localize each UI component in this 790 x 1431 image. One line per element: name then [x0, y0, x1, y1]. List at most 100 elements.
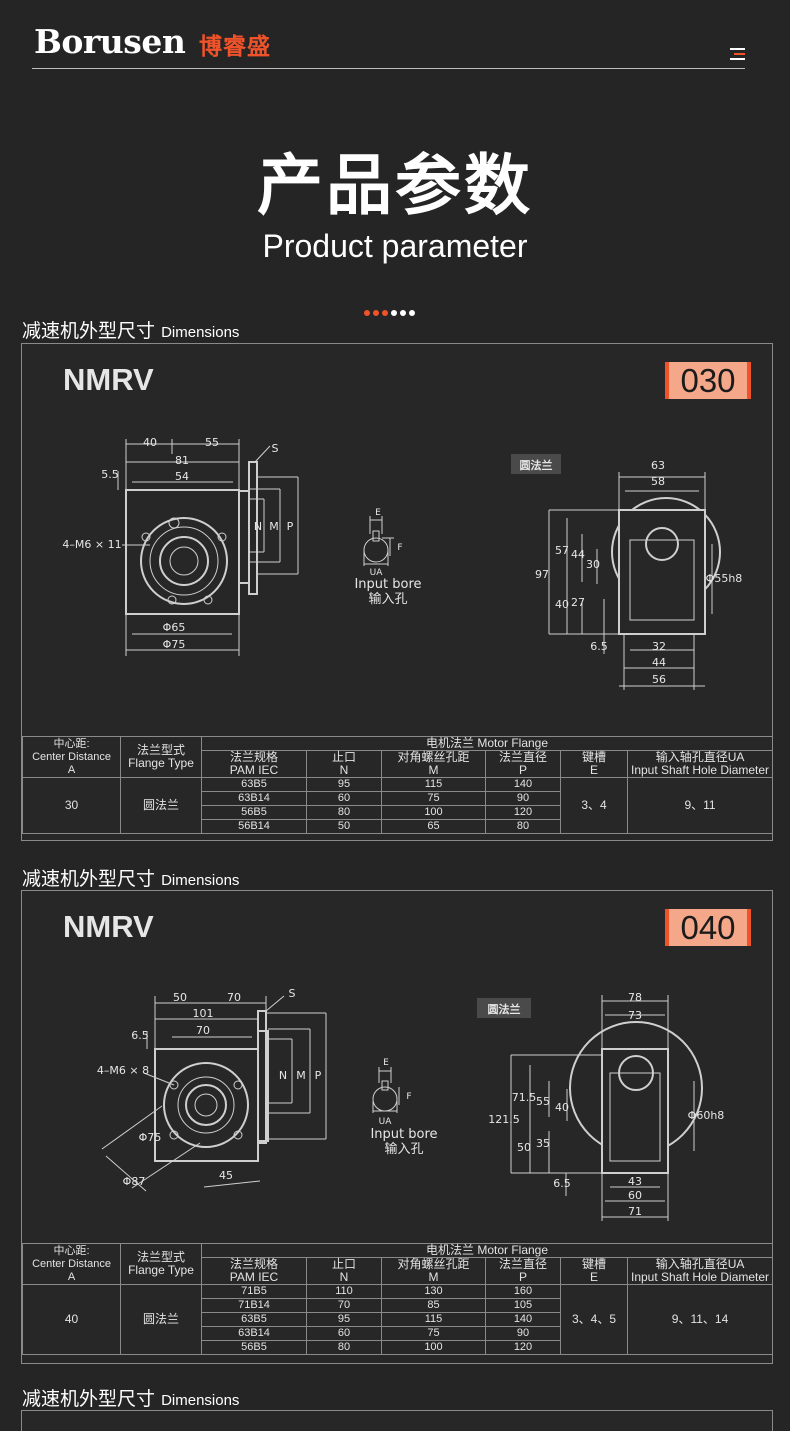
th-text: 法兰规格 — [229, 1257, 278, 1271]
th-text: 键槽 — [581, 1257, 606, 1271]
table-cell: 95 — [306, 777, 382, 792]
dim-label: 55 — [536, 1095, 550, 1108]
table-cell: 80 — [306, 1340, 382, 1355]
table-cell: 63B14 — [201, 791, 307, 806]
brand-logo[interactable]: Borusen — [34, 22, 186, 61]
table-cell: 63B14 — [201, 1326, 307, 1341]
carousel-dots — [364, 301, 418, 320]
dim-label: 5.5 — [101, 468, 119, 481]
table-cell: 80 — [306, 805, 382, 820]
dim-label: 40 — [555, 598, 569, 611]
table-cell: 71B14 — [201, 1298, 307, 1313]
dim-label: 40 — [143, 436, 157, 449]
menu-icon[interactable] — [730, 48, 745, 63]
th-text: P — [518, 763, 527, 777]
dim-label: 44 — [652, 656, 666, 669]
table-cell: 100 — [381, 1340, 486, 1355]
th-text: PAM IEC — [229, 1270, 279, 1284]
site-header: Borusen 博睿盛 — [32, 18, 745, 69]
section-title-en: Dimensions — [161, 872, 240, 889]
dim-label: P — [315, 1069, 322, 1082]
dim-label: Φ75 — [139, 1131, 162, 1144]
table-cell: 63B5 — [201, 777, 307, 792]
table-cell: 80 — [485, 819, 561, 834]
dim-label: Φ60h8 — [688, 1109, 725, 1122]
dim-label: 71 — [628, 1205, 642, 1218]
th-center: 中心距: Center Distance A — [22, 736, 121, 778]
dim-label: 56 — [652, 673, 666, 686]
th-center: 中心距: Center Distance A — [22, 1243, 121, 1285]
th-text: 法兰型式 — [136, 1250, 185, 1264]
dim-label: 57 — [555, 544, 569, 557]
th-text: 对角螺丝孔距 — [397, 1257, 470, 1271]
dim-label: 30 — [586, 558, 600, 571]
table-cell: 56B5 — [201, 805, 307, 820]
spec-table: 中心距: Center Distance A 法兰型式 Flange Type … — [22, 736, 774, 834]
table-cell: 140 — [485, 1312, 561, 1327]
table-cell: 63B5 — [201, 1312, 307, 1327]
table-cell: 71B5 — [201, 1284, 307, 1299]
table-cell: 110 — [306, 1284, 382, 1299]
section-title: 减速机外型尺寸 Dimensions — [22, 316, 239, 343]
dim-label: S — [289, 987, 296, 1000]
table-cell: 115 — [381, 1312, 486, 1327]
series-label: NMRV — [63, 362, 154, 397]
input-bore-en: Input bore — [370, 1127, 437, 1142]
table-cell: 120 — [485, 805, 561, 820]
table-cell: 115 — [381, 777, 486, 792]
th-text: 输入轴孔直径UA — [655, 750, 745, 764]
th-text: 输入轴孔直径UA — [655, 1257, 745, 1271]
th-text: E — [589, 763, 598, 777]
section-title-en: Dimensions — [161, 1392, 240, 1409]
bore-label: E — [375, 508, 381, 518]
dimension-drawing: 50 70 101 70 6.5 S N M P 4–M6 × 8 Φ75 Φ8… — [97, 987, 725, 1221]
cell-center: 40 — [22, 1284, 121, 1355]
section-title-cn: 减速机外型尺寸 — [22, 320, 156, 342]
cell-keyway: 3、4、5 — [560, 1284, 628, 1355]
table-cell: 100 — [381, 805, 486, 820]
th-text: 法兰型式 — [136, 743, 185, 757]
dim-label: Φ87 — [123, 1175, 146, 1188]
table-cell: 90 — [485, 1326, 561, 1341]
cell-center: 30 — [22, 777, 121, 834]
table-cell: 75 — [381, 791, 486, 806]
table-cell: 60 — [306, 1326, 382, 1341]
dim-label: N — [254, 520, 262, 533]
dim-label: 54 — [175, 470, 189, 483]
th-text: 键槽 — [581, 750, 606, 764]
dim-label: 50 — [173, 991, 187, 1004]
dim-label: N — [279, 1069, 287, 1082]
section-title: 减速机外型尺寸 Dimensions — [22, 1384, 239, 1411]
page-title: 产品参数 — [257, 147, 533, 224]
th-text: A — [67, 1270, 76, 1283]
section-title-en: Dimensions — [161, 324, 240, 341]
bore-label: F — [397, 543, 402, 553]
table-cell: 85 — [381, 1298, 486, 1313]
model-badge: 040 — [665, 909, 751, 946]
th-text: N — [339, 763, 349, 777]
table-cell: 140 — [485, 777, 561, 792]
model-badge: 030 — [665, 362, 751, 399]
dim-label: 70 — [227, 991, 241, 1004]
spec-panel-040: NMRV 040 — [21, 890, 774, 1364]
dim-label: 55 — [205, 436, 219, 449]
table-cell: 95 — [306, 1312, 382, 1327]
table-cell: 75 — [381, 1326, 486, 1341]
cell-flange-type: 圆法兰 — [120, 1284, 202, 1355]
dim-label: Φ75 — [163, 638, 186, 651]
table-cell: 120 — [485, 1340, 561, 1355]
dim-label: 27 — [571, 596, 585, 609]
dim-label: 44 — [571, 548, 585, 561]
section-title: 减速机外型尺寸 Dimensions — [22, 864, 239, 891]
dim-label: S — [272, 442, 279, 455]
dim-label: 50 — [517, 1141, 531, 1154]
dim-label: P — [287, 520, 294, 533]
dim-label: 40 — [555, 1101, 569, 1114]
dim-label: 71.5 — [512, 1091, 537, 1104]
